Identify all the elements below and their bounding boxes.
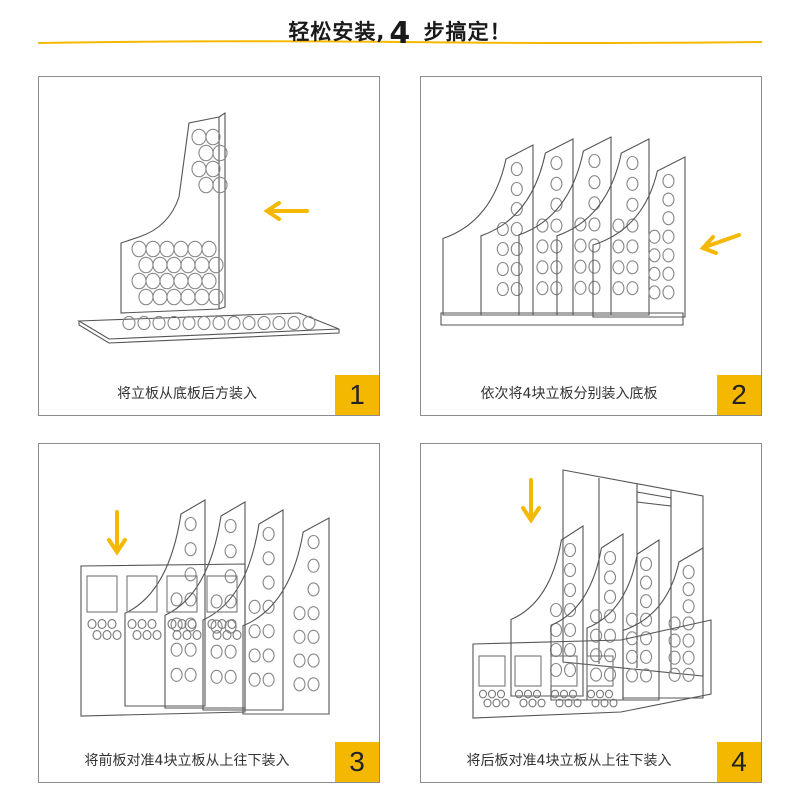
step-1-caption: 将立板从底板后方装入 bbox=[117, 386, 257, 402]
title-prefix: 轻松安装, bbox=[288, 20, 386, 44]
step-panel-1: 将立板从底板后方装入 1 bbox=[38, 76, 380, 416]
header-brush-stroke bbox=[38, 40, 762, 44]
step-2-illustration bbox=[440, 136, 741, 326]
step-4-number-badge: 4 bbox=[717, 742, 761, 782]
step-1-number-badge: 1 bbox=[335, 375, 379, 415]
step-3-number-badge: 3 bbox=[335, 742, 379, 782]
step-panel-2: 依次将4块立板分别装入底板 2 bbox=[420, 76, 762, 416]
step-2-caption: 依次将4块立板分别装入底板 bbox=[480, 386, 658, 402]
step-4-caption: 将后板对准4块立板从上往下装入 bbox=[466, 753, 672, 769]
step-4-illustration bbox=[472, 469, 712, 719]
header: 轻松安装,4 步搞定！ bbox=[0, 0, 800, 62]
arrow-left-icon bbox=[263, 201, 309, 221]
step-3-caption: 将前板对准4块立板从上往下装入 bbox=[84, 753, 290, 769]
step-panel-4: 将后板对准4块立板从上往下装入 4 bbox=[420, 443, 762, 783]
page-title: 轻松安装,4 步搞定！ bbox=[0, 16, 800, 51]
step-2-number-badge: 2 bbox=[717, 375, 761, 415]
step-1-illustration bbox=[77, 111, 340, 344]
title-step-count: 4 bbox=[389, 16, 412, 51]
arrow-left-icon bbox=[699, 233, 741, 255]
arrow-down-icon bbox=[521, 478, 541, 524]
step-3-illustration bbox=[80, 499, 330, 717]
arrow-down-icon bbox=[107, 510, 127, 556]
title-suffix: 步搞定！ bbox=[415, 20, 512, 44]
step-panel-3: 将前板对准4块立板从上往下装入 3 bbox=[38, 443, 380, 783]
